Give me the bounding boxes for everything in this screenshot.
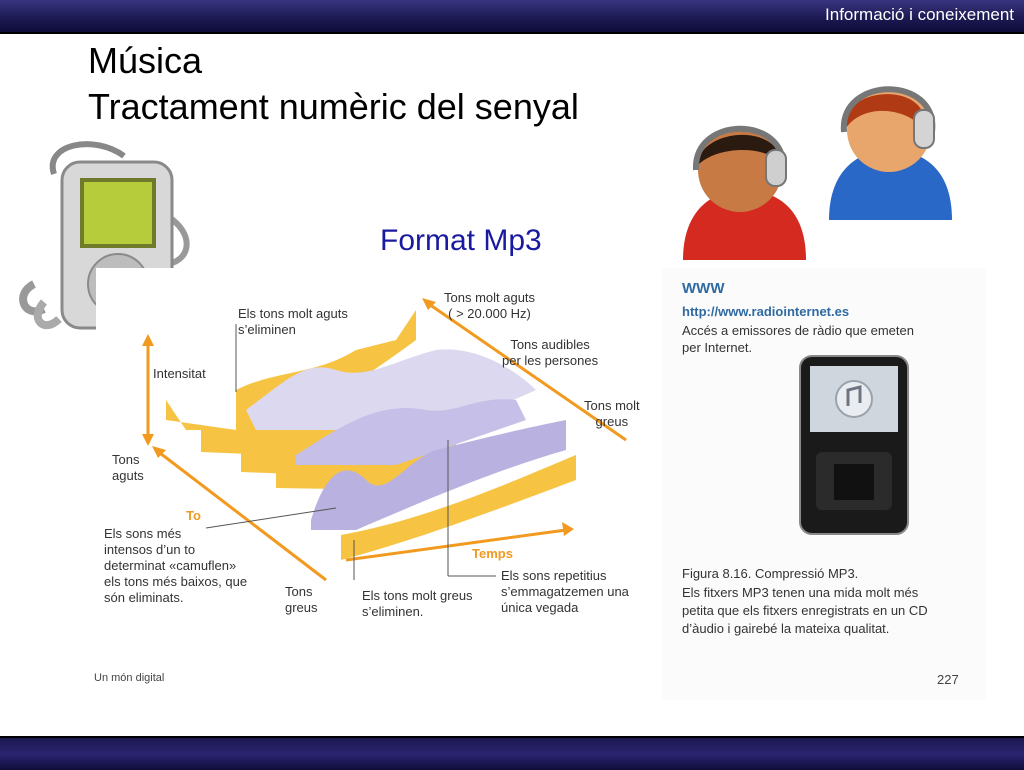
www-heading: WWW (682, 280, 725, 297)
label-tons-greus: Tons greus (285, 584, 318, 615)
label-sons-intensos: Els sons més intensos d’un to determinat… (104, 526, 248, 605)
label-tons-aguts: Tons aguts (112, 452, 144, 483)
figure-caption-title: Figura 8.16. Compressió MP3. (682, 566, 859, 581)
listener-person-blue-icon (829, 86, 952, 220)
title-line-1: Música (88, 40, 203, 81)
page-title: Música Tractament numèric del senyal (88, 38, 579, 130)
label-sons-repetitius: Els sons repetitius s’emmagatzemen una ú… (501, 568, 629, 615)
mp3-compression-diagram (142, 298, 627, 582)
header-text: Informació i coneixement (825, 5, 1014, 24)
ipod-device-icon (799, 355, 909, 535)
footer-bar (0, 736, 1024, 770)
label-tons-audibles: Tons audibles per les persones (502, 337, 599, 368)
listener-person-red-icon (683, 125, 806, 260)
book-footer-title: Un món digital (94, 672, 165, 684)
title-line-2: Tractament numèric del senyal (88, 86, 579, 127)
figure-caption-text: Els fitxers MP3 tenen una mida molt més … (682, 585, 928, 636)
label-temps: Temps (472, 546, 513, 561)
page-number: 227 (937, 672, 959, 687)
label-tons-molt-greus: Tons molt greus (584, 398, 640, 429)
label-tons-molt-aguts-hz: Tons molt aguts ( > 20.000 Hz) (444, 290, 536, 321)
radio-url-link[interactable]: http://www.radiointernet.es (682, 304, 850, 319)
format-subtitle: Format Mp3 (380, 224, 542, 257)
label-to: To (186, 508, 201, 523)
label-tons-molt-aguts-eliminen: Els tons molt aguts s’eliminen (238, 306, 348, 337)
label-tons-molt-greus-eliminen: Els tons molt greus s’eliminen. (362, 588, 473, 619)
header-bar: Informació i coneixement (0, 0, 1024, 34)
label-intensitat: Intensitat (153, 366, 206, 381)
url-description: Accés a emissores de ràdio que emeten pe… (682, 323, 914, 355)
